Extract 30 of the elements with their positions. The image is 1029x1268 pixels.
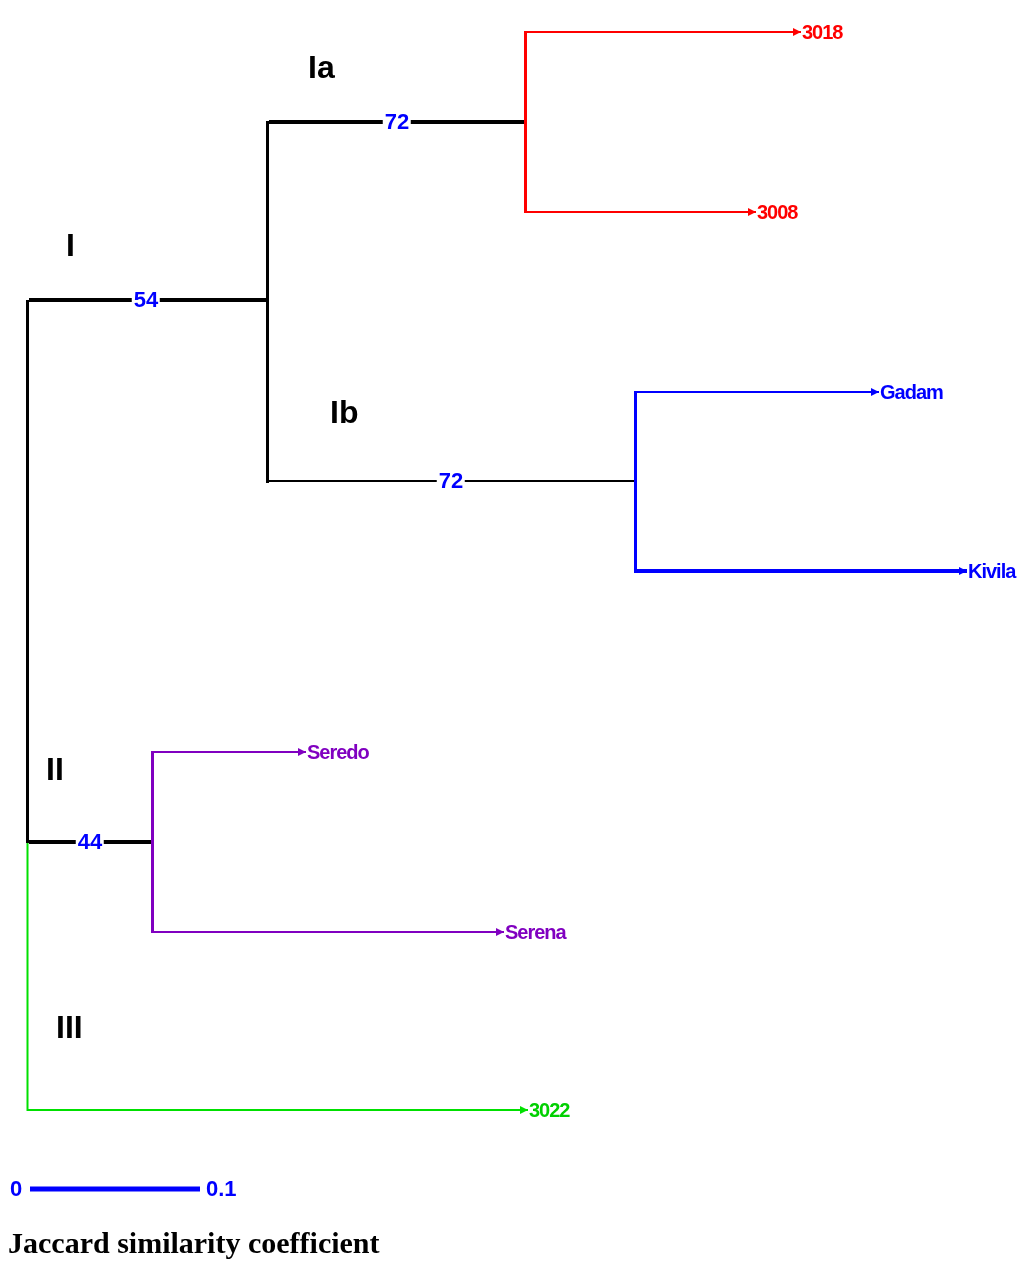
leaf-label: Serena [505,920,566,944]
branch-line [29,298,266,302]
cluster-label: Ib [330,395,359,429]
arrow [153,928,505,936]
arrow [637,567,967,575]
arrow [153,748,307,756]
branch-line [268,480,635,482]
branch-line [269,120,524,124]
leaf-label: 3022 [529,1098,570,1122]
cluster-label: I [66,228,75,262]
leaf-label: 3008 [757,200,798,224]
leaf-label: Seredo [307,740,369,764]
leaf-label: Kivila [968,559,1016,583]
branch-bar [634,391,637,573]
arrow [636,388,880,396]
arrow [526,28,802,36]
cluster-label: Ia [308,50,335,84]
axis-title: Jaccard similarity coefficient [8,1226,380,1260]
leaf-label: 3018 [802,20,843,44]
arrow [26,842,529,1114]
branch-bar [266,121,269,483]
arrow [526,208,757,216]
branch-bar [151,751,154,933]
cluster-label: II [46,752,64,786]
leaf-label: Gadam [880,380,943,404]
branch-bar [26,300,29,843]
cluster-label: III [56,1010,83,1044]
scale-value: 0 [10,1176,23,1202]
branch-bar [524,31,527,213]
scale-value: 0.1 [206,1176,237,1202]
